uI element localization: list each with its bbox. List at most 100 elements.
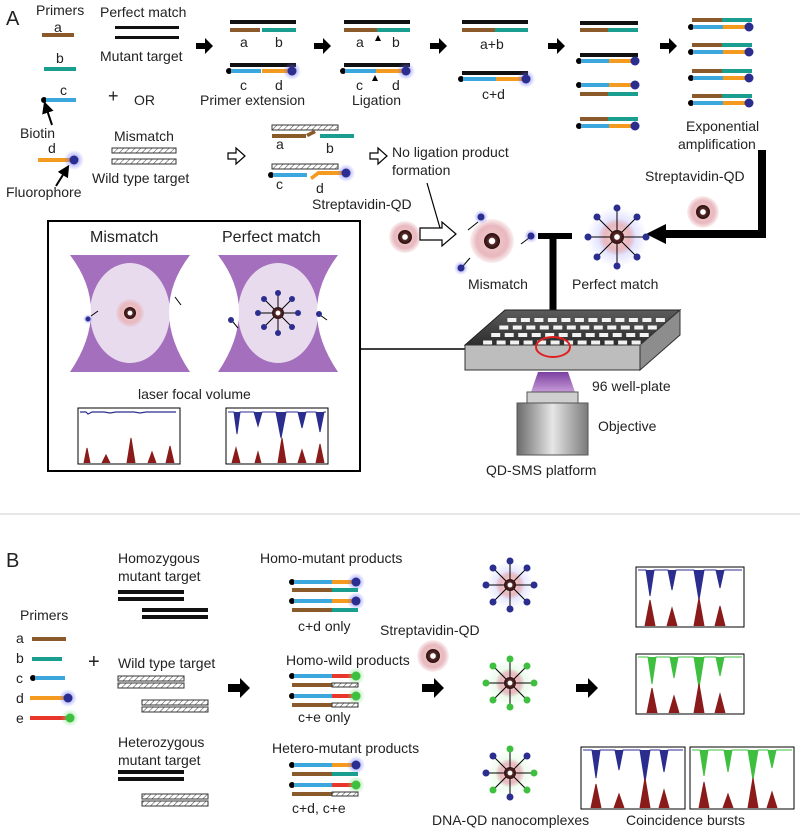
panel-b-arrow-2 [422, 678, 444, 698]
panel-b-arrow-3 [576, 678, 598, 698]
streptavidin-qd-b [417, 640, 449, 672]
ligation-label: Ligation [352, 92, 402, 108]
mutant-target-strand-top [115, 26, 179, 29]
panel-b-primers [30, 637, 79, 727]
primer-a-strand [42, 33, 74, 37]
plate-well [655, 318, 665, 322]
plus-sign: + [108, 86, 119, 106]
nanocomplex-green [482, 655, 538, 711]
plate-well [615, 318, 625, 322]
process-arrow-3 [430, 38, 447, 54]
plate-well [574, 318, 584, 322]
homozygous-line1: Homozygous [118, 550, 200, 566]
homozygous-line2: mutant target [118, 568, 201, 584]
ext-c-label: c [240, 77, 247, 93]
excitation-light-cone [531, 372, 575, 392]
primer-c-strand [41, 97, 76, 103]
plate-well [593, 325, 603, 330]
mismatch-hollow-arrow [227, 146, 246, 166]
primer-c-label: c [60, 82, 67, 98]
ce-only-label: c+e only [298, 709, 351, 725]
plate-well [491, 333, 501, 337]
streptavidin-qd-right [687, 196, 719, 228]
panel-b-primers-label: Primers [20, 607, 69, 623]
burst-trace-blue [635, 566, 745, 628]
plate-well [599, 333, 609, 337]
amplification-column-1 [576, 21, 640, 131]
streptavidin-qd-left [389, 221, 421, 253]
plate-well [550, 340, 560, 345]
plate-well [531, 333, 541, 337]
primer-b-strand [44, 67, 76, 71]
plate-well [523, 340, 533, 345]
plate-well [631, 340, 641, 345]
well-plate-label: 96 well-plate [592, 378, 671, 394]
b-primer-d-label: d [16, 690, 24, 706]
perfect-match-route-arrow [662, 150, 766, 238]
plate-well [558, 333, 568, 337]
lig-a-label: a [356, 34, 364, 50]
inset-mismatch-title: Mismatch [90, 229, 159, 246]
inset-trace-perfect [225, 407, 329, 465]
b-wildtype-label: Wild type target [118, 655, 216, 671]
plate-well [618, 340, 628, 345]
plate-well [620, 325, 630, 330]
cd-only-label: c+d only [298, 618, 351, 634]
c-plus-d-label: c+d [482, 86, 505, 102]
b-plus-sign: + [88, 651, 100, 673]
plate-well [647, 325, 657, 330]
fluorophore-label: Fluorophore [6, 184, 82, 200]
nanocomplex-mixed [482, 745, 538, 801]
coincidence-bursts-label: Coincidence bursts [626, 812, 746, 828]
panel-a-letter: A [6, 8, 20, 30]
hetero-mutant-products [289, 756, 365, 797]
streptavidin-qd-left-label: Streptavidin-QD [312, 196, 412, 212]
plate-well [499, 325, 509, 330]
inset-mismatch-beam [70, 255, 190, 372]
plate-well [483, 340, 493, 345]
plate-well [534, 318, 544, 322]
burst-trace-mixed-green [689, 746, 795, 810]
plate-well [504, 333, 514, 337]
cd-ce-label: c+d, c+e [292, 800, 346, 816]
perfect-match-qd-complex [584, 204, 650, 270]
wildtype-target-b [117, 675, 209, 713]
plate-well [601, 318, 611, 322]
inset-trace-mismatch [77, 407, 181, 465]
streptavidin-qd-right-label: Streptavidin-QD [645, 168, 745, 184]
mm-a-label: a [276, 136, 284, 152]
wildtype-strand-bottom [111, 158, 177, 165]
primer-a-label: a [54, 19, 62, 35]
hetero-mutant-products-label: Hetero-mutant products [272, 740, 420, 756]
lig-b-label: b [392, 34, 400, 50]
ext-d-label: d [275, 77, 283, 93]
plate-well [639, 333, 649, 337]
primer-b-label: b [56, 50, 64, 66]
qd-sms-label: QD-SMS platform [486, 462, 597, 478]
plate-well [577, 340, 587, 345]
perfect-match-route-arrowhead [646, 224, 666, 244]
mutant-target-label: Mutant target [100, 48, 183, 64]
amplification-label: amplification [678, 136, 756, 152]
no-ligation-hollow-arrow [369, 146, 388, 166]
plate-well [634, 325, 644, 330]
plate-well [642, 318, 652, 322]
plate-well [520, 318, 530, 322]
homo-mutant-products [289, 573, 365, 612]
mismatch-title: Mismatch [114, 128, 174, 144]
fluorophore-pointer-arrow [55, 164, 70, 187]
plate-well [604, 340, 614, 345]
mm-b-label: b [326, 140, 334, 156]
nanocomplex-blue [482, 557, 538, 613]
heterozygous-line1: Heterozygous [118, 734, 205, 750]
dna-qd-label: DNA-QD nanocomplexes [432, 812, 590, 828]
plate-well [545, 333, 555, 337]
wildtype-strand-top [111, 147, 177, 154]
ligation-step [340, 20, 415, 81]
plate-well [496, 340, 506, 345]
no-ligation-line1: No ligation product [392, 144, 509, 160]
perfect-match-complex-label: Perfect match [572, 276, 659, 292]
objective-lens [516, 391, 589, 456]
plate-well [580, 325, 590, 330]
